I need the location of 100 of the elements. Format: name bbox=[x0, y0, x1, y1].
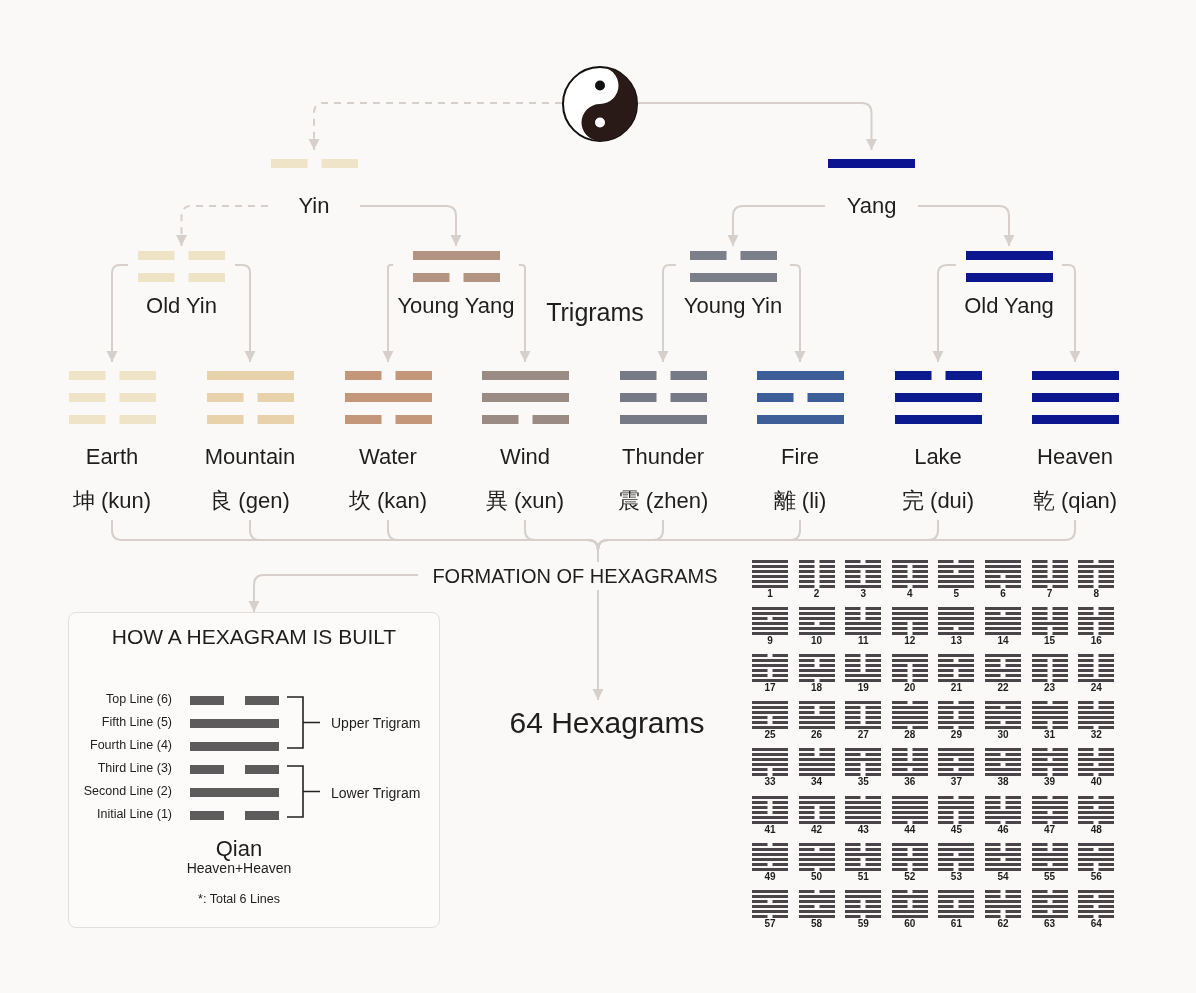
arrow bbox=[657, 264, 677, 363]
hexagram-number: 10 bbox=[811, 634, 823, 646]
hexagram-number: 59 bbox=[857, 917, 869, 929]
node-label: Old Yang bbox=[964, 293, 1054, 319]
hexagram-number: 44 bbox=[904, 823, 916, 834]
hexagram-number: 61 bbox=[950, 917, 962, 929]
arrow bbox=[727, 205, 826, 247]
trigram-chinese-name: 良 (gen) bbox=[210, 488, 290, 514]
line-label: Fifth Line (5) bbox=[101, 716, 172, 730]
hexagram-number: 56 bbox=[1090, 870, 1102, 882]
arrow bbox=[234, 264, 256, 363]
line-label: Initial Line (1) bbox=[96, 808, 172, 822]
footnote: *: Total 6 Lines bbox=[198, 893, 280, 907]
bracket-label: Upper Trigram bbox=[331, 716, 421, 732]
hexagram-number: 41 bbox=[764, 823, 776, 834]
hexagram-number: 52 bbox=[904, 870, 916, 882]
hexagram-number: 35 bbox=[857, 775, 869, 787]
trigram-name: Fire bbox=[781, 444, 819, 470]
hexagram-number: 11 bbox=[857, 634, 869, 646]
trigram-chinese-name: 異 (xun) bbox=[485, 488, 565, 514]
hexagram-caption: Heaven+Heaven bbox=[186, 861, 292, 877]
hexagram-number: 28 bbox=[904, 728, 916, 740]
hexagram-number: 62 bbox=[997, 917, 1009, 929]
connector-line bbox=[597, 519, 1076, 563]
line-label: Third Line (3) bbox=[97, 762, 172, 776]
trigram-chinese-name: 離 (li) bbox=[773, 488, 827, 514]
hexagram-number: 4 bbox=[907, 587, 913, 599]
node-label: Old Yin bbox=[146, 293, 217, 319]
trigram-name: Lake bbox=[914, 444, 962, 470]
hexagram-number: 48 bbox=[1090, 823, 1102, 834]
arrow bbox=[248, 574, 419, 613]
hexagram-number: 20 bbox=[904, 681, 916, 693]
hexagram-number: 8 bbox=[1093, 587, 1099, 599]
trigram-name: Earth bbox=[85, 444, 139, 470]
hexagram-number: 47 bbox=[1044, 823, 1056, 834]
hexagram-number: 3 bbox=[860, 587, 866, 599]
node-label: Yang bbox=[846, 193, 897, 219]
hexagram-number: 1 bbox=[767, 587, 773, 599]
hexagram-number: 49 bbox=[764, 870, 776, 882]
hexagram-number: 63 bbox=[1044, 917, 1056, 929]
arrow bbox=[382, 264, 394, 363]
hexagram-number: 29 bbox=[950, 728, 962, 740]
trigram-name: Heaven bbox=[1037, 444, 1113, 470]
hexagram-number: 16 bbox=[1090, 634, 1102, 646]
hexagram-number: 39 bbox=[1044, 775, 1056, 787]
line-label: Top Line (6) bbox=[106, 693, 172, 707]
hexagram-number: 26 bbox=[811, 728, 823, 740]
trigram-chinese-name: 完 (dui) bbox=[901, 488, 975, 514]
hexagram-number: 46 bbox=[997, 823, 1009, 834]
hexagram-name: Qian bbox=[215, 836, 263, 862]
hexagram-number: 27 bbox=[857, 728, 869, 740]
dashed-arrow bbox=[176, 205, 269, 247]
section-heading: FORMATION OF HEXAGRAMS bbox=[432, 565, 718, 587]
heading-label: 64 Hexagrams bbox=[509, 705, 705, 739]
hexagram-number: 55 bbox=[1044, 870, 1056, 882]
hexagram-number: 33 bbox=[764, 775, 776, 787]
hexagram-number: 37 bbox=[950, 775, 962, 787]
hexagram-number: 12 bbox=[904, 634, 916, 646]
hexagram-number: 60 bbox=[904, 917, 916, 929]
hexagram-number: 15 bbox=[1044, 634, 1056, 646]
hexagram-number: 21 bbox=[950, 681, 962, 693]
hexagram-number: 32 bbox=[1090, 728, 1102, 740]
hexagram-number: 23 bbox=[1044, 681, 1056, 693]
line-label: Second Line (2) bbox=[83, 785, 172, 799]
hexagram-number: 50 bbox=[811, 870, 823, 882]
trigram-chinese-name: 震 (zhen) bbox=[617, 488, 709, 514]
hexagram-number: 30 bbox=[997, 728, 1009, 740]
trigram-name: Wind bbox=[499, 444, 551, 470]
hexagram-number: 64 bbox=[1090, 917, 1102, 929]
line-label: Fourth Line (4) bbox=[90, 739, 172, 753]
hexagram-number: 53 bbox=[950, 870, 962, 882]
arrow bbox=[359, 205, 462, 247]
hexagram-number: 2 bbox=[813, 587, 820, 599]
dashed-arrow bbox=[308, 102, 563, 151]
hexagram-number: 17 bbox=[764, 681, 776, 693]
arrow bbox=[106, 264, 129, 363]
hexagram-number: 14 bbox=[997, 634, 1009, 646]
arrow bbox=[518, 264, 531, 363]
hexagram-number: 7 bbox=[1046, 587, 1053, 599]
info-panel bbox=[68, 612, 440, 928]
node-label: Yin bbox=[298, 193, 330, 219]
trigram-name: Thunder bbox=[622, 444, 704, 470]
hexagram-number: 36 bbox=[904, 775, 916, 787]
hexagram-number: 34 bbox=[811, 775, 823, 787]
hexagram-number: 43 bbox=[857, 823, 869, 834]
hexagram-number: 18 bbox=[811, 681, 823, 693]
hexagram-number: 38 bbox=[997, 775, 1009, 787]
arrow bbox=[917, 205, 1015, 247]
hexagram-number: 40 bbox=[1090, 775, 1102, 787]
panel-title: HOW A HEXAGRAM IS BUILT bbox=[111, 625, 397, 649]
node-label: Young Yin bbox=[683, 293, 783, 319]
hexagram-number: 24 bbox=[1090, 681, 1102, 693]
trigram-chinese-name: 乾 (qian) bbox=[1032, 488, 1118, 514]
hexagram-number: 19 bbox=[857, 681, 869, 693]
hexagram-number: 6 bbox=[1000, 587, 1006, 599]
arrow bbox=[592, 589, 604, 701]
hexagram-number: 58 bbox=[811, 917, 823, 929]
hexagram-number: 54 bbox=[997, 870, 1009, 882]
arrow bbox=[1061, 264, 1081, 363]
hexagram-number: 9 bbox=[767, 634, 773, 646]
